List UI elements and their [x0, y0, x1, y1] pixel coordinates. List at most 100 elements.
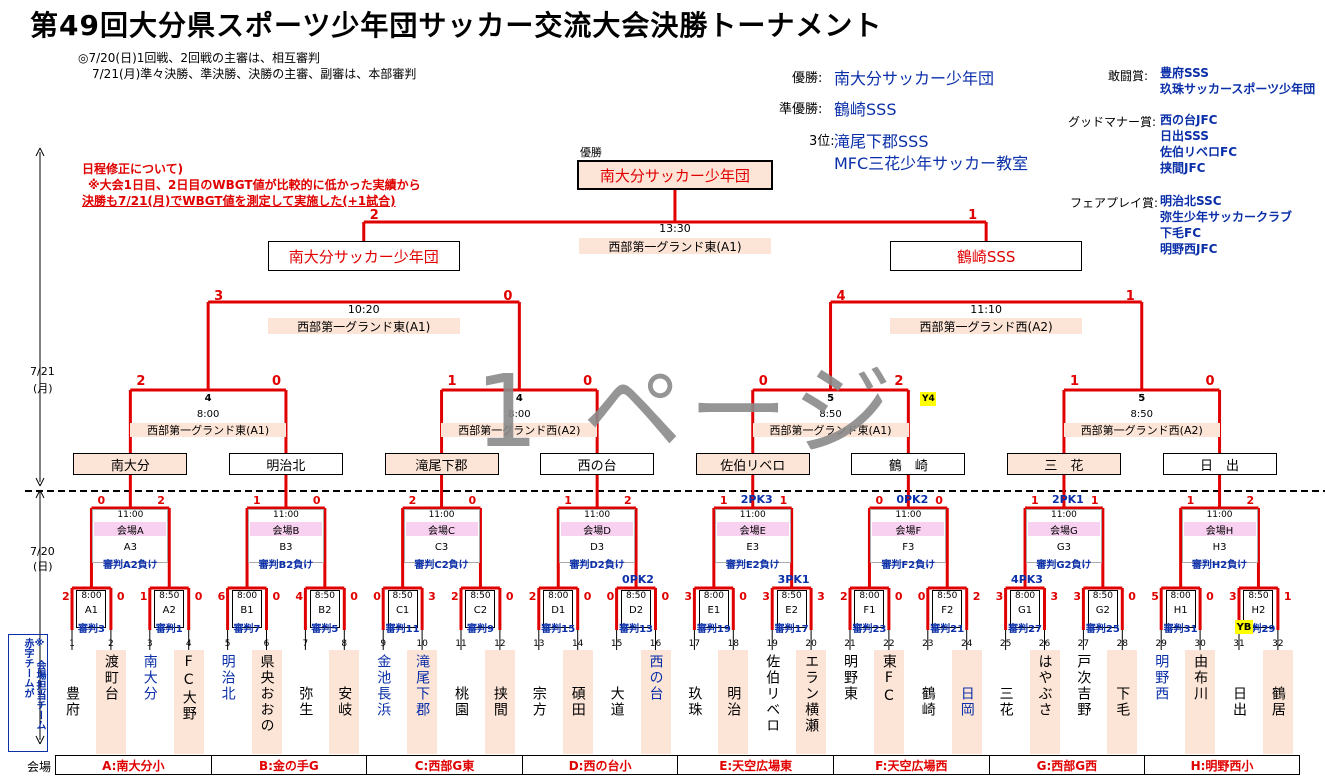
qf-score-right: 0 — [583, 374, 593, 389]
r32-score-left: 3 — [684, 590, 693, 603]
qf-match-number: 4 — [515, 393, 523, 404]
r32-time: 8:00 — [236, 591, 258, 601]
r32-match-box — [543, 590, 574, 628]
r32-referee: 審判19 — [696, 624, 731, 635]
qf-field: 西部第一グランド東(A1) — [130, 423, 287, 437]
r16-match-code: G3 — [1056, 542, 1071, 553]
sf-field: 西部第一グランド東(A1) — [267, 318, 460, 334]
r32-match-box — [621, 590, 652, 628]
r16-time: 11:00 — [584, 510, 611, 520]
goodmanner-team: 日出SSS — [1160, 129, 1209, 143]
champion-caption: 優勝 — [579, 146, 602, 159]
r16-match-code: D3 — [590, 542, 605, 553]
venue-cell: B:金の手G — [210, 755, 367, 775]
team-number: 7 — [302, 639, 309, 649]
team-name: FC大野 — [173, 650, 204, 754]
r32-match-box — [154, 590, 185, 628]
runnerup-team: 鶴崎SSS — [834, 100, 897, 119]
fairplay-label: フェアプレイ賞: — [1070, 196, 1159, 210]
team-name: エラン横瀬 — [796, 650, 827, 754]
r16-referee: 審判F2負け — [881, 560, 936, 571]
third-team: 滝尾下郡SSS — [834, 132, 929, 151]
r32-referee: 審判11 — [385, 624, 420, 635]
qf-team-box: 佐伯リベロ — [695, 453, 810, 475]
team-number: 13 — [533, 639, 545, 649]
day2-date: 7/21 — [30, 365, 55, 378]
r32-match-box — [309, 590, 340, 628]
fairplay-team: 明野西JFC — [1160, 242, 1218, 256]
r16-score-right: 1 — [779, 494, 788, 507]
team-name: 戸次吉野 — [1075, 654, 1092, 718]
day1-date: 7/20 — [30, 545, 55, 558]
r32-match-code: G1 — [1017, 605, 1033, 616]
r16-match-code: B3 — [279, 542, 293, 553]
r32-score-left: 0 — [606, 590, 615, 603]
qf-score-right: 0 — [1205, 374, 1215, 389]
sf-score-right: 1 — [1125, 289, 1135, 304]
r16-time: 11:00 — [739, 510, 766, 520]
r16-score-right: 2 — [1246, 494, 1255, 507]
r16-venue: 会場G — [1027, 522, 1100, 537]
r32-score-right: 0 — [661, 590, 670, 603]
team-number: 14 — [571, 639, 584, 649]
r32-match-code: F1 — [863, 605, 876, 616]
team-number: 10 — [416, 639, 428, 649]
champion-label: 優勝: — [792, 71, 823, 86]
r32-match-box — [387, 590, 418, 628]
team-number: 18 — [727, 639, 740, 649]
final-field: 西部第一グランド東(A1) — [578, 238, 771, 254]
team-name: 由布川 — [1185, 650, 1216, 754]
team-name: 玖珠 — [686, 686, 703, 718]
r32-match-box — [698, 590, 729, 628]
r32-time: 8:00 — [1170, 591, 1191, 601]
page-watermark: 1 ページ — [475, 353, 899, 470]
team-name: 挟間 — [484, 650, 515, 754]
r16-score-left: 1 — [564, 494, 572, 507]
sf-field: 西部第一グランド西(A2) — [890, 318, 1083, 334]
r16-match-box — [1025, 509, 1102, 563]
r16-match-box — [247, 509, 324, 563]
r32-score-left: 3 — [762, 590, 770, 603]
schedule-note-line: 決勝も7/21(月)でWBGT値を測定して実施した(+1試合) — [82, 194, 396, 208]
r16-match-code: C3 — [434, 542, 449, 553]
r32-time: 8:00 — [81, 591, 102, 601]
fairplay-team: 下毛FC — [1160, 226, 1202, 240]
runnerup-label: 準優勝: — [779, 102, 823, 117]
r32-score-left: 2 — [840, 590, 848, 603]
r32-match-code: A1 — [84, 605, 99, 616]
r32-time: 8:50 — [937, 591, 958, 601]
r32-score-left: 4 — [295, 590, 304, 603]
qf-score-left: 1 — [1069, 374, 1079, 389]
r32-referee: 審判23 — [852, 624, 887, 635]
r32-referee: 審判25 — [1085, 624, 1120, 635]
team-number: 30 — [1194, 639, 1206, 649]
team-number: 15 — [610, 639, 623, 649]
qf-time: 8:00 — [508, 409, 531, 420]
goodmanner-team: 西の台JFC — [1160, 113, 1218, 127]
r32-score-left: 2 — [528, 590, 537, 603]
qf-team-box: 三 花 — [1006, 453, 1121, 475]
r16-time: 11:00 — [1050, 510, 1077, 520]
r32-pk-result: 4PK3 — [1011, 573, 1043, 586]
sf-score-left: 4 — [836, 289, 846, 304]
qf-field: 西部第一グランド西(A2) — [441, 423, 598, 437]
r16-score-left: 1 — [719, 494, 728, 507]
r32-score-right: 3 — [817, 590, 825, 603]
r32-match-box — [854, 590, 885, 628]
team-number: 2 — [108, 639, 114, 649]
r32-time: 8:50 — [470, 591, 491, 601]
r32-match-code: D2 — [629, 605, 644, 616]
r32-match-code: E1 — [707, 605, 721, 616]
sf-time: 10:20 — [347, 303, 380, 316]
r32-score-right: 3 — [1050, 590, 1059, 603]
r32-time: 8:00 — [859, 591, 880, 601]
r16-score-right: 0 — [468, 494, 477, 507]
r16-pk-result: 0PK2 — [896, 493, 929, 506]
team-number: 32 — [1272, 639, 1284, 649]
r32-score-right: 0 — [1206, 590, 1214, 603]
r32-time: 8:50 — [392, 591, 413, 601]
goodmanner-label: グッドマナー賞: — [1068, 115, 1157, 129]
r32-referee: 審判9 — [466, 624, 494, 635]
team-number: 26 — [1038, 639, 1051, 649]
r32-referee: 審判29 — [1241, 624, 1276, 635]
